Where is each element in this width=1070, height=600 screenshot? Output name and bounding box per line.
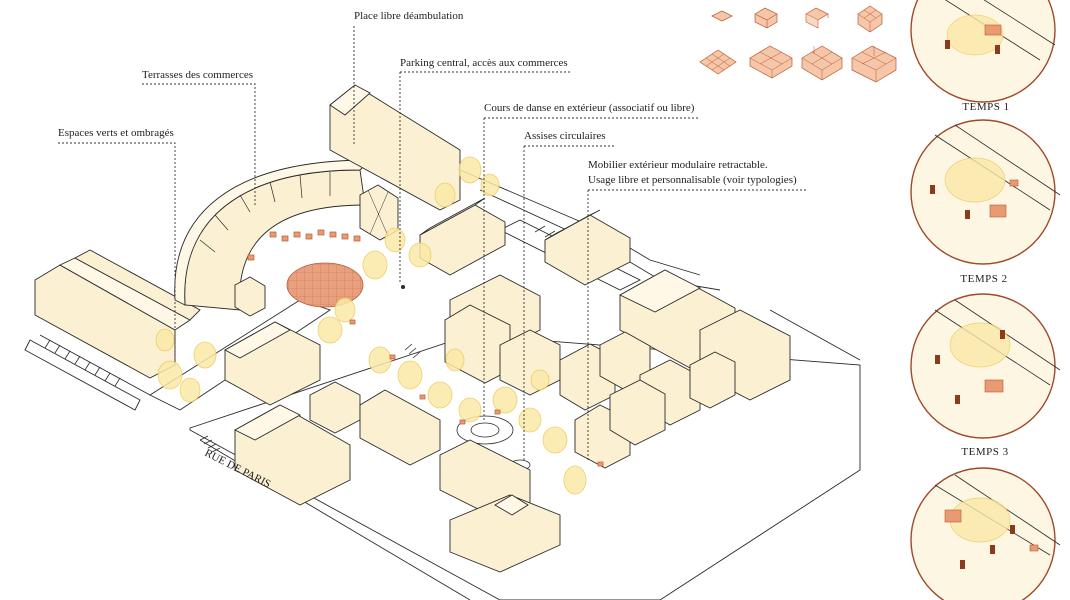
temps-circle-3	[910, 467, 1061, 600]
annotation-cours-danse: Cours de danse en extérieur (associatif …	[483, 102, 700, 420]
temps-circle-2	[910, 293, 1061, 439]
typology-8	[851, 45, 897, 83]
label-temps-3: TEMPS 3	[961, 446, 1008, 458]
annotation-assises: Assises circulaires	[523, 130, 615, 460]
typology-7	[801, 45, 843, 81]
central-plaza	[286, 262, 531, 471]
temps-circle-0	[910, 0, 1056, 103]
annotation-espaces-verts: Espaces verts et ombragés	[58, 127, 176, 360]
label-terrasses: Terrasses des commerces	[142, 69, 253, 81]
typology-4	[857, 5, 883, 33]
buildings	[34, 84, 791, 573]
label-mobilier-line2: Usage libre et personnalisable (voir typ…	[588, 174, 797, 186]
label-mobilier-line1: Mobilier extérieur modulaire retractable…	[588, 159, 768, 171]
label-place-libre: Place libre déambulation	[354, 10, 464, 22]
typology-pictograms	[699, 5, 897, 83]
typology-6	[749, 45, 793, 79]
annotation-parking: Parking central, accès aux commerces	[399, 57, 572, 282]
typology-1	[711, 10, 733, 22]
label-espaces-verts: Espaces verts et ombragés	[58, 127, 174, 139]
modular-furniture	[247, 229, 604, 467]
annotation-mobilier: Mobilier extérieur modulaire retractable…	[587, 159, 808, 460]
annotation-place-libre: Place libre déambulation	[353, 10, 464, 145]
label-temps-1: TEMPS 1	[962, 101, 1009, 113]
label-assises: Assises circulaires	[524, 130, 606, 142]
trees	[155, 156, 587, 495]
temps-circle-1	[910, 119, 1061, 265]
typology-5	[699, 49, 737, 75]
label-temps-2: TEMPS 2	[960, 273, 1007, 285]
label-parking: Parking central, accès aux commerces	[400, 57, 568, 69]
annotation-terrasses: Terrasses des commerces	[142, 69, 256, 205]
typology-2	[754, 7, 778, 29]
label-cours-danse: Cours de danse en extérieur (associatif …	[484, 102, 695, 114]
typology-3	[805, 7, 829, 29]
